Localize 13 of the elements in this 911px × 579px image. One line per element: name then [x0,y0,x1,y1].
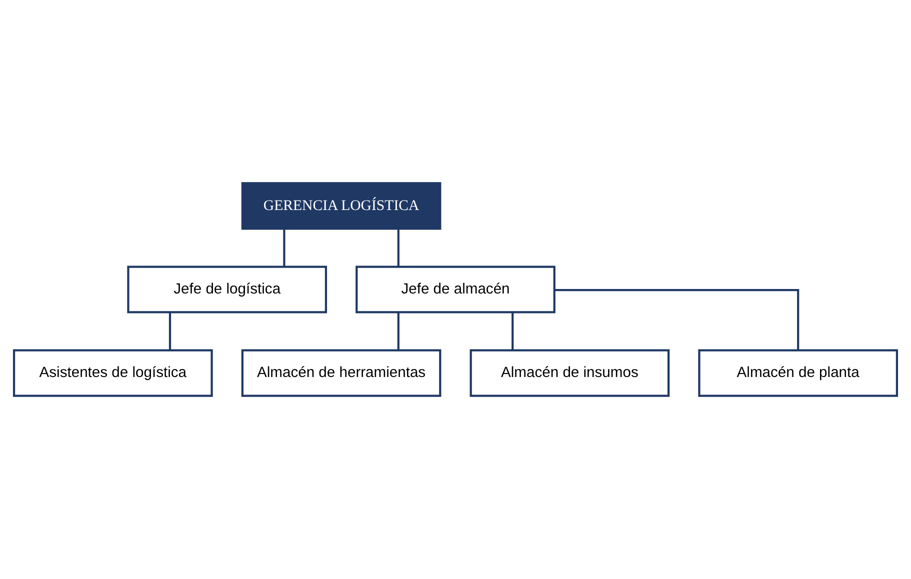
node-box: Almacén de insumos [470,349,670,397]
node-box: Almacén de herramientas [241,349,442,397]
node-box: Asistentes de logística [12,349,213,397]
connector [397,312,400,350]
node-box: Almacén de planta [698,349,898,397]
connector [283,228,286,267]
connector [554,288,800,350]
node-box: GERENCIA LOGÍSTICA [241,182,442,230]
node-box: Jefe de logística [127,266,328,314]
connector [512,312,514,350]
connector [168,312,172,350]
connector [397,228,400,267]
node-box: Jefe de almacén [356,266,556,314]
